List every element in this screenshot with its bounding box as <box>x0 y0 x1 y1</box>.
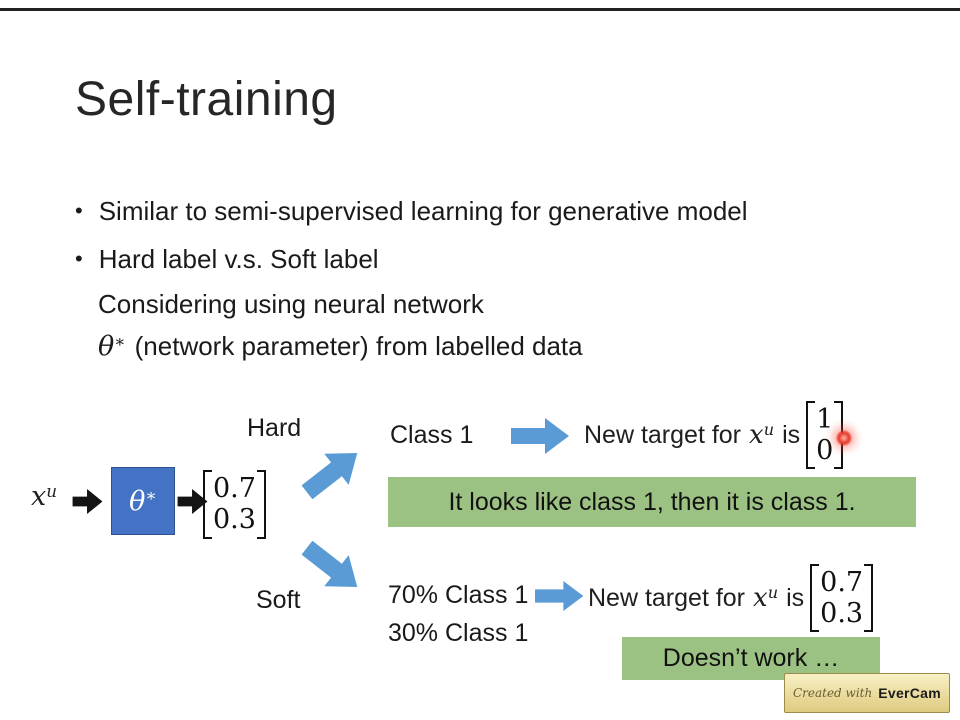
soft-branch-arrow-icon <box>283 522 383 613</box>
self-training-diagram: Hard Soft xu θ∗ 0.7 0.3 Class 1 New targ… <box>0 0 960 680</box>
star-superscript: ∗ <box>114 330 126 351</box>
target-text-is: is <box>786 583 805 612</box>
soft-note-text: Doesn’t work … <box>662 644 840 672</box>
subline-theta: θ∗ (network parameter) from labelled dat… <box>98 331 583 362</box>
hard-branch-label: Hard <box>247 414 302 442</box>
vector-value: 0.3 <box>213 504 256 536</box>
target-text-prefix: New target for <box>588 583 746 612</box>
vector-value: 0.7 <box>820 566 864 598</box>
theta-star-symbol: θ∗ <box>98 331 126 362</box>
target-text-is: is <box>782 420 801 449</box>
subline-text: Considering using neural network <box>98 289 484 319</box>
x-symbol: x <box>753 583 768 613</box>
input-arrow-icon <box>72 488 104 515</box>
vector-value: 0.7 <box>213 473 256 504</box>
model-theta-box: θ∗ <box>111 467 175 535</box>
theta-glyph: θ <box>129 485 146 517</box>
top-rule <box>0 8 960 11</box>
bullet-marker: • <box>75 246 83 271</box>
star-superscript: ∗ <box>145 485 157 506</box>
vector-value: 0 <box>816 435 834 466</box>
soft-target-line: New target for xu is 0.7 0.3 <box>588 562 874 634</box>
hard-target-line: New target for xu is 1 0 <box>584 400 844 469</box>
hard-branch-arrow-icon <box>283 426 383 517</box>
soft-note-box: Doesn’t work … <box>622 637 880 680</box>
soft-target-arrow-icon <box>535 577 585 615</box>
x-superscript-u: xu <box>749 420 774 450</box>
bullet-item-2: • Hard label v.s. Soft label <box>75 244 379 275</box>
target-text-prefix: New target for <box>584 420 742 449</box>
x-superscript-u: xu <box>753 583 778 613</box>
bullet-marker: • <box>75 198 83 223</box>
output-arrow-icon <box>177 488 209 515</box>
soft-target-vector: 0.7 0.3 <box>810 563 874 633</box>
page-title: Self-training <box>75 73 338 126</box>
output-probability-vector: 0.7 0.3 <box>203 470 266 539</box>
hard-note-box: It looks like class 1, then it is class … <box>388 477 916 527</box>
bullet-item-1: • Similar to semi-supervised learning fo… <box>75 196 748 227</box>
bullet-text: Hard label v.s. Soft label <box>98 244 379 274</box>
watermark-brand: EverCam <box>878 685 942 701</box>
model-theta-label: θ∗ <box>129 485 157 517</box>
input-x-label: xu <box>31 481 57 512</box>
u-superscript: u <box>767 582 779 602</box>
class1-label: Class 1 <box>390 421 474 449</box>
subline-text: (network parameter) from labelled data <box>134 331 583 361</box>
hard-target-arrow-icon <box>505 416 577 456</box>
watermark-prefix: Created with <box>792 686 873 700</box>
vector-value: 1 <box>816 403 834 435</box>
theta-glyph: θ <box>98 331 115 362</box>
soft-percent-line-1: 70% Class 1 <box>388 581 529 609</box>
x-symbol: x <box>749 420 764 450</box>
bullet-text: Similar to semi-supervised learning for … <box>98 196 748 226</box>
laser-pointer-dot <box>836 430 852 446</box>
hard-note-text: It looks like class 1, then it is class … <box>448 487 856 516</box>
subline-considering: Considering using neural network <box>98 289 484 320</box>
soft-percent-line-2: 30% Class 1 <box>388 619 529 647</box>
x-symbol: x <box>31 481 47 512</box>
vector-value: 0.3 <box>820 598 864 629</box>
soft-branch-label: Soft <box>256 586 301 614</box>
u-superscript: u <box>763 419 775 439</box>
u-superscript: u <box>46 480 58 501</box>
evercam-watermark: Created with EverCam <box>784 673 950 713</box>
